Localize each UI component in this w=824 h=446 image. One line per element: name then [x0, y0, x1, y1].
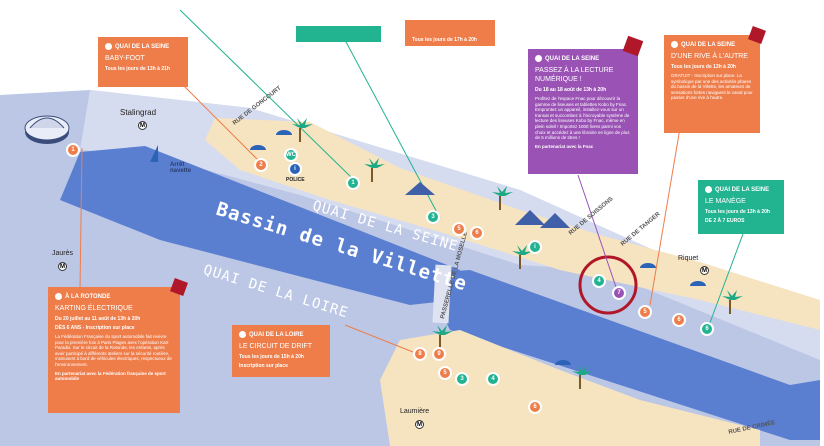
badge-police[interactable]: i [288, 162, 302, 176]
badge-7[interactable]: 7 [612, 286, 626, 300]
card-babyfoot-heading: QUAI DE LA SEINE [115, 43, 170, 50]
card-karting-body: La Fédération Française du sport automob… [55, 334, 172, 367]
card-top-green-edge [296, 26, 381, 42]
card-karting-price: DÈS 6 ANS - Inscription sur place [55, 325, 135, 331]
umbrellas [250, 130, 706, 365]
info-dot-icon [705, 186, 712, 193]
leader-lines-orange [79, 79, 681, 353]
badge-wc[interactable]: WC [284, 148, 298, 162]
police-label: POLICE [286, 177, 305, 183]
passerelle [432, 264, 452, 324]
info-dot-icon [239, 331, 246, 338]
card-rive-title: D'UNE RIVE À L'AUTRE [671, 53, 748, 60]
shuttle-stop-label: Arrêt navette [170, 162, 192, 174]
tents [405, 182, 570, 228]
badge-3[interactable]: 3 [426, 210, 440, 224]
stalingrad-label: Stalingrad [120, 108, 157, 117]
card-drift[interactable]: QUAI DE LA LOIRE LE CIRCUIT DE DRIFT Tou… [232, 325, 330, 377]
card-lecture-title: PASSEZ À LA LECTURE NUMÉRIQUE ! [535, 67, 614, 83]
jaures-label: Jaurès [52, 250, 74, 257]
card-lecture-dates: Du 18 au 18 août de 13h à 20h [535, 87, 607, 93]
badge-1-green[interactable]: 1 [346, 176, 360, 190]
badge-3-south[interactable]: 3 [455, 372, 469, 386]
info-dot-icon [535, 55, 542, 62]
card-top-partial-dates: Tous les jours de 17h à 20h [412, 37, 477, 43]
badge-info[interactable]: i [528, 240, 542, 254]
badge-6-south[interactable]: 6 [528, 400, 542, 414]
card-lecture-body: Profitez de l'espace Fnac pour découvrir… [535, 96, 630, 141]
card-manege-heading: QUAI DE LA SEINE [715, 186, 770, 193]
badge-2[interactable]: 2 [254, 158, 268, 172]
badge-6-green[interactable]: 6 [700, 322, 714, 336]
card-karting[interactable]: À LA ROTONDE KARTING ÉLECTRIQUE Du 20 ju… [48, 287, 180, 413]
info-dot-icon [671, 41, 678, 48]
card-karting-title: KARTING ÉLECTRIQUE [55, 305, 133, 312]
card-lecture[interactable]: QUAI DE LA SEINE PASSEZ À LA LECTURE NUM… [528, 49, 638, 174]
riquet-metro-icon: M [700, 266, 709, 275]
card-top-partial[interactable]: Tous les jours de 17h à 20h [405, 20, 495, 46]
badge-4[interactable]: 4 [592, 274, 606, 288]
card-manege-dates: Tous les jours de 13h à 20h [705, 209, 770, 215]
badge-5-south[interactable]: 5 [438, 366, 452, 380]
card-drift-price: Inscription sur place [239, 363, 288, 369]
shuttle-boat-icon [150, 145, 158, 162]
badge-5[interactable]: 5 [452, 222, 466, 236]
card-manege-title: LE MANÈGE [705, 198, 746, 205]
card-manege-price: DE 2 À 7 EUROS [705, 218, 745, 224]
canal-segment [440, 270, 820, 440]
laumiere-label: Laumière [400, 408, 430, 415]
card-karting-heading: À LA ROTONDE [65, 293, 111, 300]
palm-trees [292, 118, 743, 389]
beach-zone-south [380, 330, 760, 446]
card-drift-heading: QUAI DE LA LOIRE [249, 331, 304, 338]
info-dot-icon [105, 43, 112, 50]
laumiere-metro-icon: M [415, 420, 424, 429]
badge-5-east[interactable]: 5 [638, 305, 652, 319]
stalingrad-metro-icon: M [138, 121, 147, 130]
badge-9[interactable]: 9 [432, 347, 446, 361]
card-manege[interactable]: QUAI DE LA SEINE LE MANÈGE Tous les jour… [698, 180, 784, 234]
badge-6-east[interactable]: 6 [672, 313, 686, 327]
card-rive[interactable]: QUAI DE LA SEINE D'UNE RIVE À L'AUTRE To… [664, 35, 760, 133]
badge-6[interactable]: 6 [470, 226, 484, 240]
card-babyfoot-title: BABY-FOOT [105, 55, 145, 62]
bassin-villette [60, 146, 460, 305]
card-karting-dates: Du 20 juillet au 11 août de 13h à 20h [55, 316, 141, 322]
beach-zone-north [205, 118, 820, 330]
card-lecture-heading: QUAI DE LA SEINE [545, 55, 600, 62]
riquet-label: Riquet [678, 255, 699, 262]
card-drift-dates: Tous les jours de 15h à 20h [239, 354, 304, 360]
card-drift-title: LE CIRCUIT DE DRIFT [239, 343, 312, 350]
info-dot-icon [55, 293, 62, 300]
card-rive-heading: QUAI DE LA SEINE [681, 41, 736, 48]
badge-4-south[interactable]: 4 [486, 372, 500, 386]
card-rive-body: GRATUIT - Inscription sur place. La symb… [671, 73, 753, 101]
highlight-circle [578, 255, 638, 315]
card-karting-partner: En partenariat avec la Fédération frança… [55, 370, 166, 382]
rotonde-building [24, 115, 70, 144]
badge-8[interactable]: 8 [413, 347, 427, 361]
leader-lines-purple [577, 174, 618, 291]
card-rive-dates: Tous les jours de 13h à 20h [671, 64, 736, 70]
badge-1-rotonde[interactable]: 1 [66, 143, 80, 157]
card-babyfoot-dates: Tous les jours de 13h à 21h [105, 66, 170, 72]
jaures-metro-icon: M [58, 262, 67, 271]
card-lecture-partner: En partenariat avec la Fnac [535, 143, 594, 149]
card-babyfoot[interactable]: QUAI DE LA SEINE BABY-FOOT Tous les jour… [98, 37, 188, 87]
